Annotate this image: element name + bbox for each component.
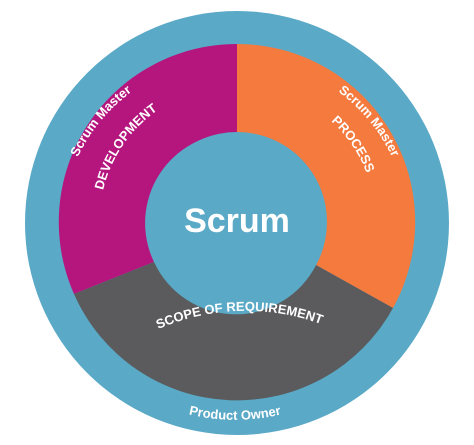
center-label: Scrum <box>184 202 290 240</box>
segment-development <box>58 43 238 294</box>
product-owner-label: Product Owner <box>188 403 282 423</box>
segment-scope <box>74 262 393 401</box>
segment-process <box>237 43 416 308</box>
center-circle <box>147 132 327 312</box>
